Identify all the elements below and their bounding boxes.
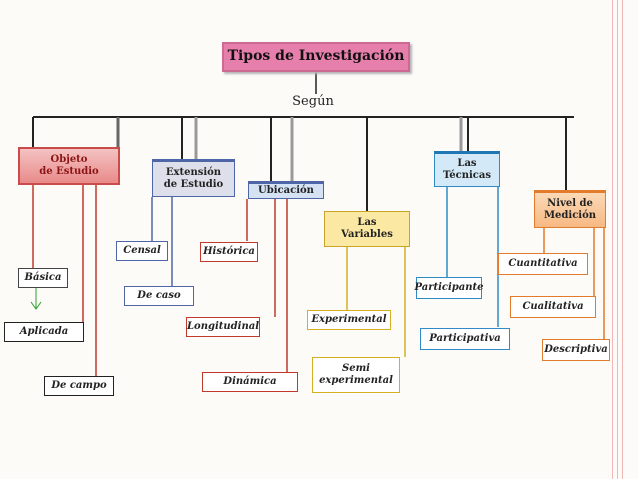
item-dinamica: Dinámica <box>202 372 298 392</box>
item-experimental: Experimental <box>307 310 391 330</box>
item-de-campo: De campo <box>44 376 114 396</box>
category-extension-de-estudio: Extensión de Estudio <box>152 159 235 197</box>
category-nivel-de-medicion: Nivel de Medición <box>534 190 606 228</box>
item-cuantitativa: Cuantitativa <box>498 253 588 275</box>
item-de-caso: De caso <box>124 286 194 306</box>
item-descriptiva: Descriptiva <box>542 339 610 361</box>
item-semi-experimental: Semi experimental <box>312 357 400 393</box>
title-box: Tipos de Investigación <box>222 42 410 72</box>
category-ubicacion: Ubicación <box>248 181 324 199</box>
item-longitudinal: Longitudinal <box>186 317 260 337</box>
item-aplicada: Aplicada <box>4 322 84 342</box>
item-basica: Básica <box>18 268 68 288</box>
item-cualitativa: Cualitativa <box>510 296 596 318</box>
item-historica: Histórica <box>200 242 258 262</box>
category-objeto-de-estudio: Objeto de Estudio <box>18 147 120 185</box>
page-border-line <box>612 0 613 479</box>
item-participante: Participante <box>414 277 484 299</box>
page-border-line <box>622 0 623 479</box>
arrow-head <box>30 301 42 310</box>
category-las-tecnicas: Las Técnicas <box>434 151 500 187</box>
page-border-line <box>617 0 618 479</box>
connector-label: Según <box>292 93 334 109</box>
category-las-variables: Las Variables <box>324 211 410 247</box>
item-censal: Censal <box>116 241 168 261</box>
item-participativa: Participativa <box>420 328 510 350</box>
